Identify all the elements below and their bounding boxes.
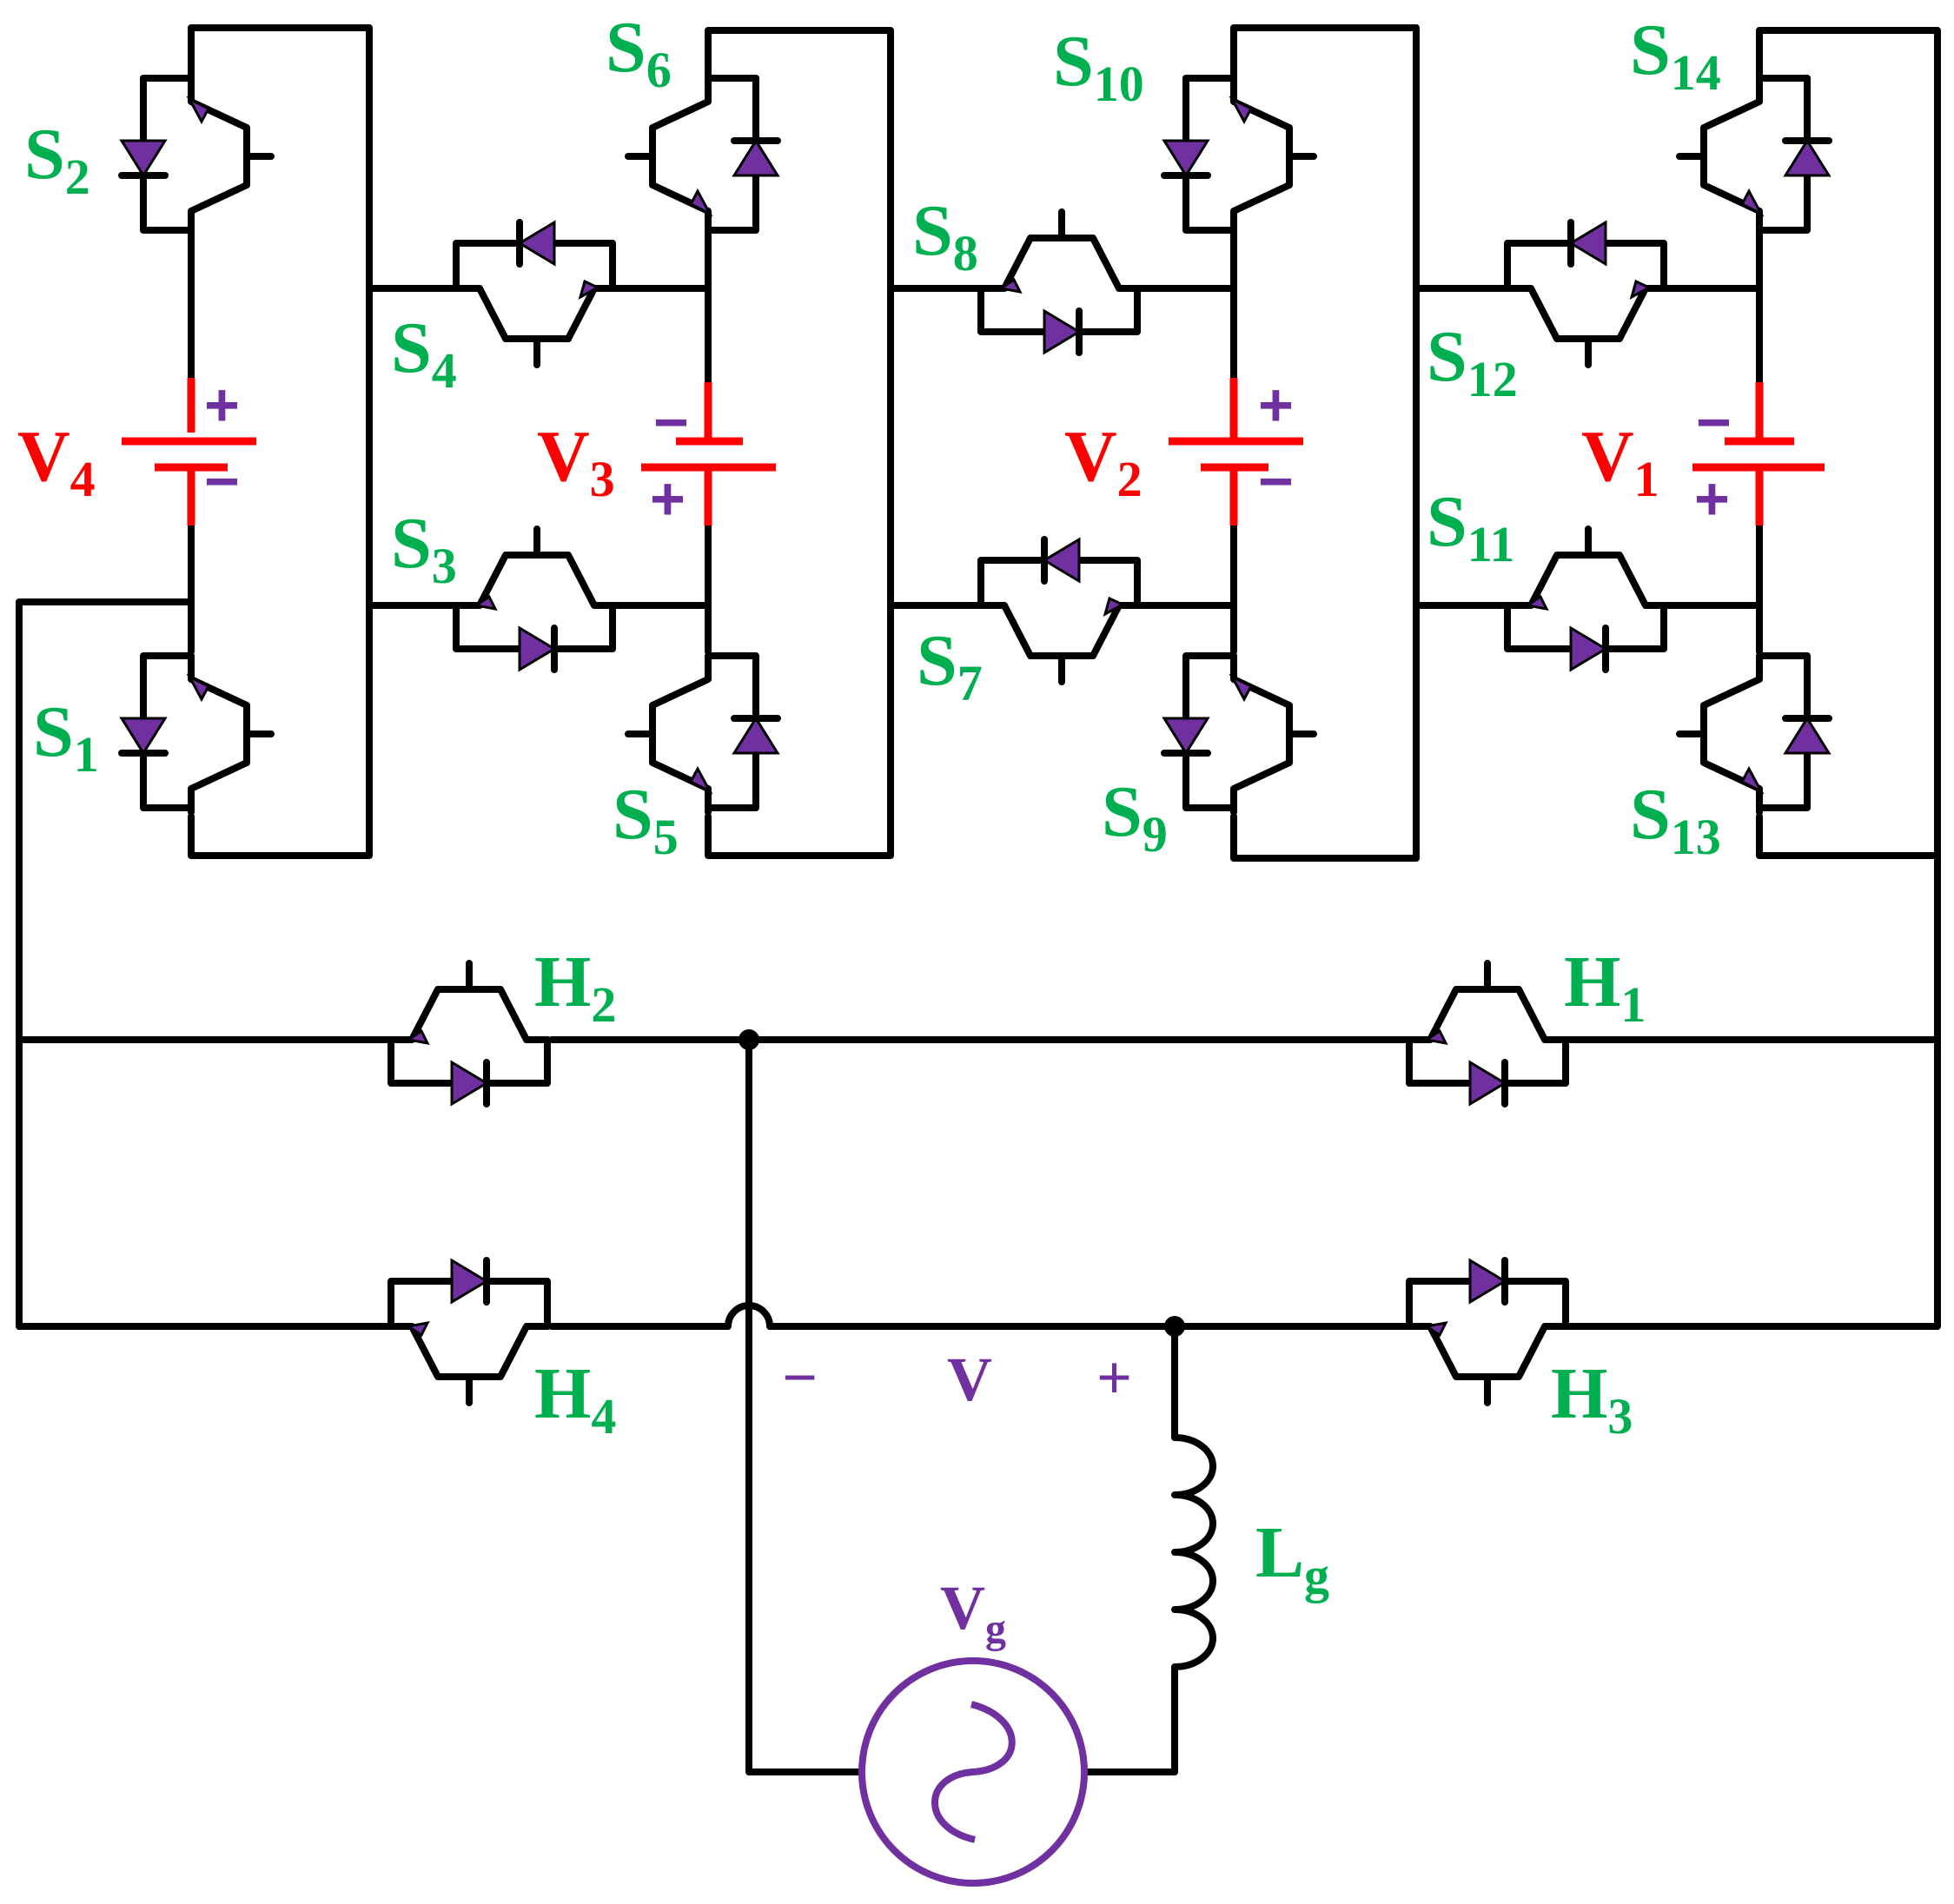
battery-V2 (1169, 378, 1303, 526)
V3-minus: − (653, 388, 689, 456)
battery-V4 (122, 378, 256, 526)
switch-S10 (1161, 75, 1317, 238)
V3-plus: + (650, 465, 686, 532)
junction-node-left (739, 1029, 759, 1050)
label-H4: H4 (534, 1353, 616, 1445)
label-S12: S12 (1427, 316, 1518, 407)
label-V3: V3 (537, 416, 615, 507)
V1-minus: − (1696, 388, 1732, 456)
label-Lg: Lg (1255, 1512, 1329, 1603)
inductor-Lg (1171, 1434, 1216, 1670)
wire-colA-top (188, 24, 373, 859)
switch-H3 (1406, 1257, 1569, 1406)
label-H1: H1 (1564, 942, 1646, 1033)
label-V2: V2 (1064, 416, 1143, 507)
switch-S11 (1504, 526, 1672, 673)
switch-S8 (977, 208, 1146, 356)
switch-S4 (453, 219, 621, 368)
V4-plus: + (204, 371, 240, 439)
wire-left-rail (16, 598, 394, 1330)
hbridge-wiring (548, 1029, 1411, 1775)
switch-H4 (387, 1257, 551, 1406)
top-module-wiring (16, 24, 1941, 1330)
label-H2: H2 (534, 942, 616, 1033)
switch-S9 (1161, 652, 1317, 816)
wire-colB-top (705, 27, 894, 859)
switch-S5 (625, 652, 781, 816)
label-S9: S9 (1102, 771, 1168, 863)
label-Vg: Vg (940, 1573, 1006, 1652)
switch-S14 (1676, 75, 1832, 238)
label-S13: S13 (1630, 774, 1721, 865)
switch-S6 (625, 75, 781, 238)
label-S8: S8 (912, 190, 978, 281)
output-labels: − V + Lg Vg (782, 1343, 1329, 1652)
battery-V3 (641, 382, 776, 526)
output-plus: + (1096, 1343, 1132, 1412)
label-S11: S11 (1427, 481, 1515, 572)
label-S3: S3 (391, 503, 457, 594)
label-V4: V4 (17, 416, 96, 507)
switch-S3 (453, 526, 621, 673)
label-S10: S10 (1053, 21, 1144, 112)
label-S1: S1 (33, 691, 99, 783)
wire-colD-bottom (1756, 813, 1941, 859)
wire-ac-right (1083, 1323, 1178, 1775)
V1-plus: + (1694, 465, 1730, 532)
label-S7: S7 (917, 620, 983, 711)
battery-V1 (1692, 382, 1825, 526)
switch-S1 (118, 652, 275, 816)
label-S6: S6 (606, 7, 672, 98)
V2-minus: − (1258, 447, 1294, 515)
switch-S2 (118, 70, 275, 238)
V4-minus: − (204, 447, 240, 515)
label-S2: S2 (24, 114, 90, 205)
label-H3: H3 (1551, 1353, 1633, 1445)
wire-ac-left (745, 1036, 864, 1775)
label-S5: S5 (613, 774, 679, 865)
switch-H1 (1406, 960, 1569, 1107)
switch-labels: S2 S1 S4 S3 S6 S5 S8 S7 S10 S9 S12 S11 S… (24, 7, 1721, 1445)
label-S4: S4 (391, 307, 457, 399)
grid-source-Vg (858, 1657, 1088, 1887)
wire-h-lower-mid (548, 1302, 1411, 1330)
wire-colD-top (1560, 27, 1941, 1330)
polarity-marks: + − − + + − − + (204, 371, 1732, 532)
switch-S12 (1504, 219, 1672, 368)
switch-S7 (977, 536, 1146, 685)
switch-S13 (1676, 652, 1832, 816)
output-voltage-V: V (947, 1345, 992, 1414)
output-minus: − (782, 1343, 818, 1412)
wire-colC-top (1230, 24, 1420, 862)
source-labels: V4 V3 V2 V1 (17, 416, 1659, 507)
label-S14: S14 (1630, 10, 1721, 101)
label-V1: V1 (1581, 416, 1659, 507)
switch-H2 (387, 960, 551, 1107)
V2-plus: + (1258, 371, 1294, 439)
junction-node-right (1164, 1316, 1185, 1337)
